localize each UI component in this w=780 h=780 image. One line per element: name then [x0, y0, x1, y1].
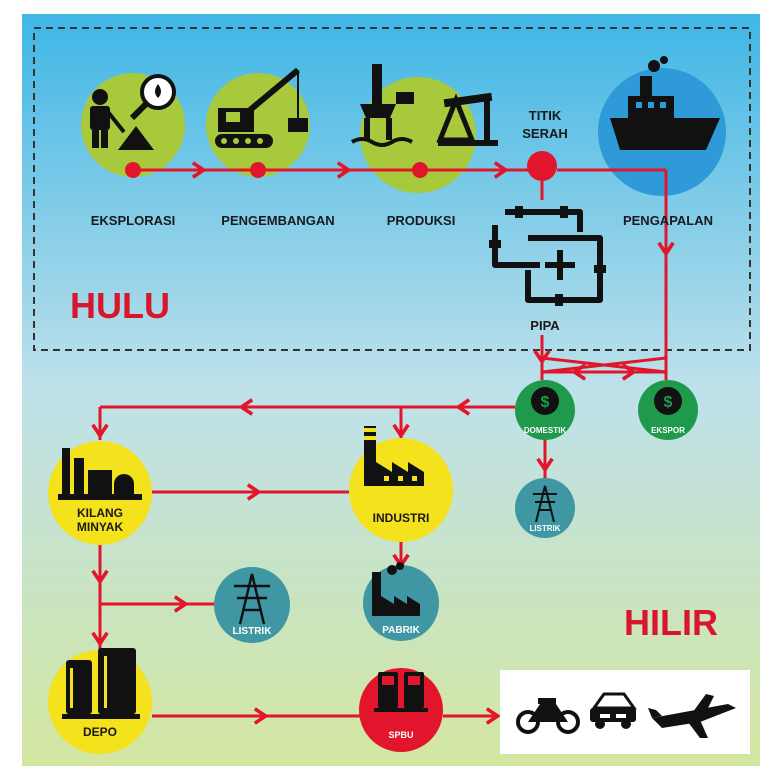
listrik-circle	[214, 567, 290, 643]
storage-tank-icon	[62, 648, 140, 719]
dollar-sign: $	[541, 394, 550, 411]
domestik-label: DOMESTIK	[524, 426, 566, 435]
crane-icon	[215, 67, 308, 148]
listrik-small-label: LISTRIK	[529, 524, 560, 533]
airplane-icon	[648, 694, 736, 738]
offshore-rig-icon	[350, 64, 414, 147]
power-tower-icon	[234, 573, 270, 625]
factory-small-icon	[372, 562, 420, 616]
pipe-joint-icon	[489, 206, 606, 306]
eksplorasi-node	[125, 162, 141, 178]
refinery-icon	[58, 448, 142, 500]
titik-serah-label-2: SERAH	[522, 126, 568, 141]
cross-line	[541, 356, 667, 374]
ship-icon	[610, 56, 720, 150]
produksi-label: PRODUKSI	[387, 213, 456, 228]
worker-magnifier-icon	[90, 74, 176, 150]
hilir-label: HILIR	[624, 602, 718, 643]
motorcycle-icon	[516, 698, 580, 734]
hulu-region-border	[33, 27, 751, 351]
pumpjack-icon	[436, 92, 498, 146]
titik-serah-node	[527, 151, 557, 181]
fuel-pump-icon	[374, 672, 428, 712]
hulu-label: HULU	[70, 285, 170, 326]
dollar-sign: $	[664, 394, 673, 411]
pengembangan-label: PENGEMBANGAN	[221, 213, 334, 228]
kilang-label-1: KILANG	[77, 506, 123, 520]
dollar-coin-icon	[531, 387, 559, 415]
power-tower-icon	[533, 485, 557, 523]
cars-icon	[590, 692, 637, 729]
pengembangan-circle	[206, 73, 310, 177]
eksplorasi-label: EKSPLORASI	[91, 213, 176, 228]
dollar-coin-icon	[654, 387, 682, 415]
pabrik-label: PABRIK	[382, 625, 420, 636]
spbu-label: SPBU	[388, 730, 413, 740]
listrik-small-circle	[515, 478, 575, 538]
ekspor-label: EKSPOR	[651, 426, 685, 435]
pipa-label: PIPA	[530, 318, 560, 333]
listrik-label: LISTRIK	[233, 626, 273, 637]
depo-label: DEPO	[83, 725, 117, 739]
factory-icon	[364, 426, 424, 486]
pipe-icon	[492, 209, 603, 303]
kilang-label-2: MINYAK	[77, 520, 124, 534]
industri-label: INDUSTRI	[373, 511, 430, 525]
pengapalan-label: PENGAPALAN	[623, 213, 713, 228]
produksi-node	[412, 162, 428, 178]
pengembangan-node	[250, 162, 266, 178]
titik-serah-label-1: TITIK	[529, 108, 562, 123]
